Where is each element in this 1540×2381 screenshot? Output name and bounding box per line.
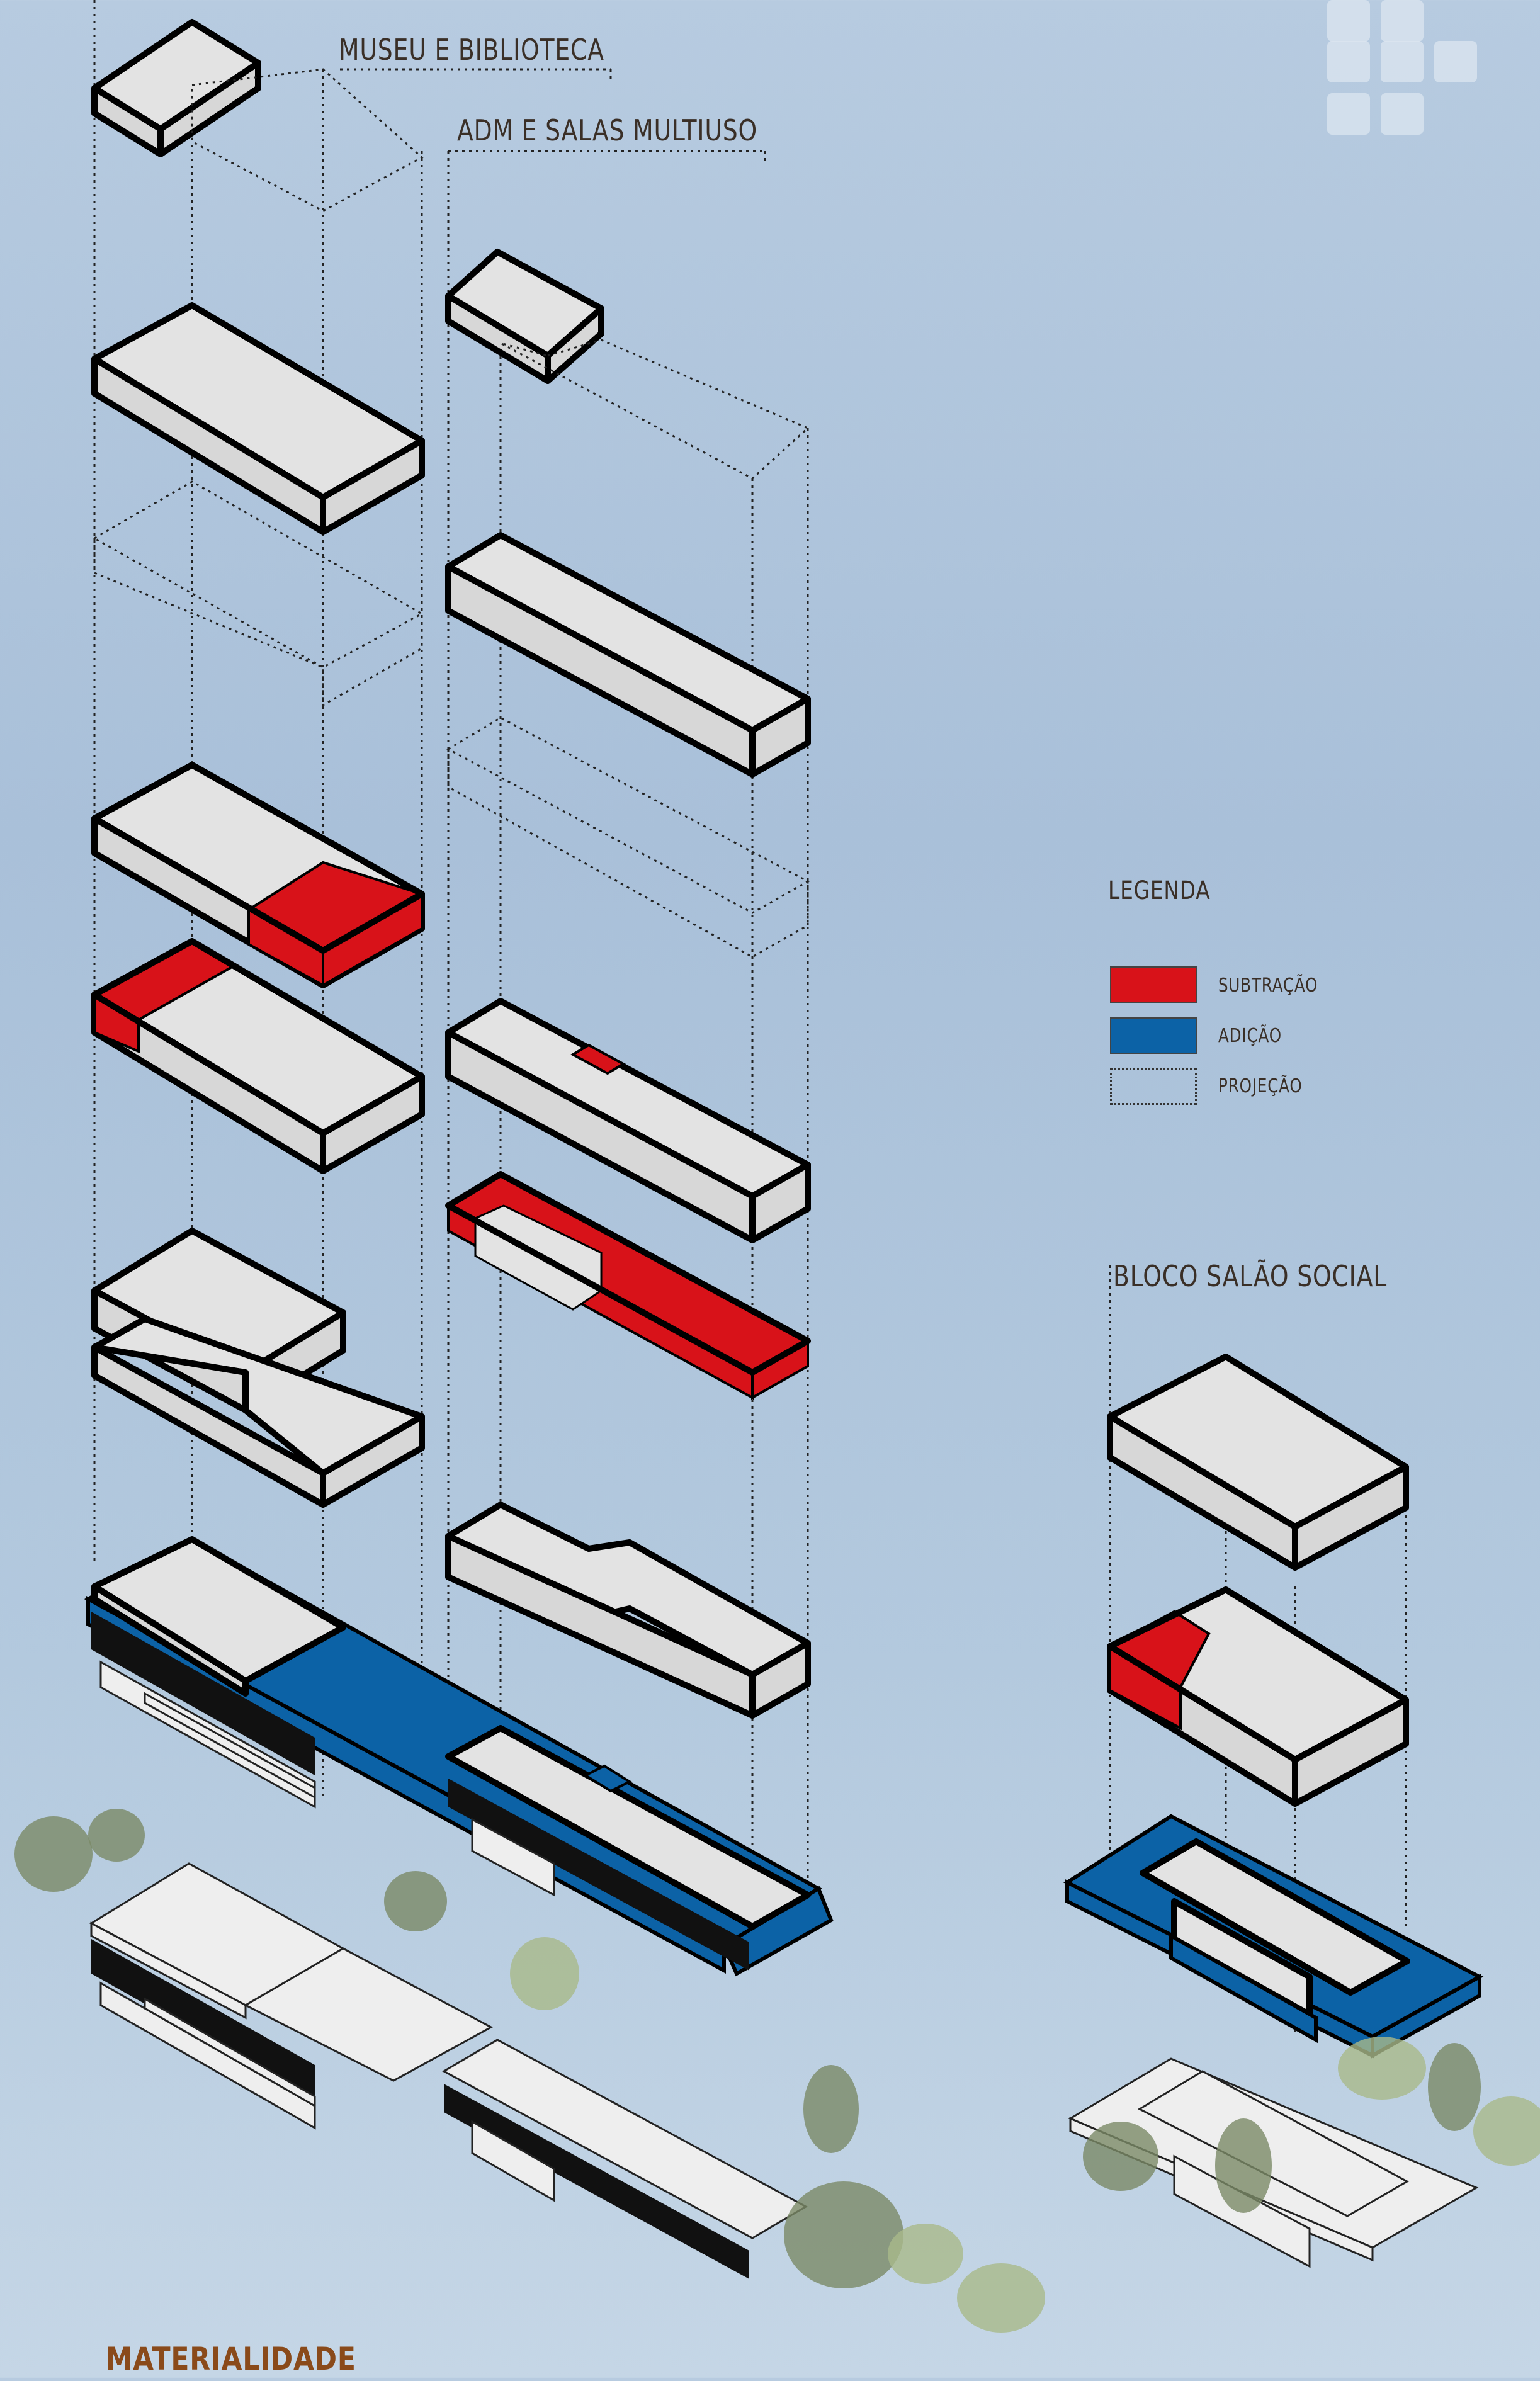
museu-block-2: [91, 302, 425, 535]
bloco-block-2: [1107, 1586, 1409, 1807]
label-museu: MUSEU E BIBLIOTECA: [339, 33, 604, 67]
bloco-block-1: [1107, 1354, 1409, 1571]
adm-ghost-3: [446, 716, 810, 958]
adm-block-4: [445, 998, 811, 1243]
legend-swatch-subtraction: [1110, 966, 1197, 1003]
legend-label-subtraction: SUBTRAÇÃO: [1218, 975, 1318, 997]
museu-block-6: [91, 1228, 425, 1508]
legend-swatch-projection: [1110, 1068, 1197, 1105]
legend-swatch-addition: [1110, 1017, 1197, 1054]
museu-block-5: [91, 938, 425, 1174]
trees: [14, 1809, 1540, 2333]
label-bloco: BLOCO SALÃO SOCIAL: [1113, 1259, 1388, 1293]
museu-block-4: [91, 762, 425, 988]
adm-block-5: [445, 1171, 811, 1400]
legend-label-projection: PROJEÇÃO: [1218, 1075, 1303, 1097]
label-adm: ADM E SALAS MULTIUSO: [457, 113, 758, 147]
logo-grid: [1327, 0, 1478, 139]
adm-block-6: [445, 1502, 811, 1719]
legend-title: LEGENDA: [1108, 876, 1211, 905]
museu-ghost-3: [92, 480, 424, 707]
label-footer: MATERIALIDADE: [106, 2341, 356, 2377]
main-building-drawing: [89, 1862, 808, 2279]
bloco-block-3: [1063, 1814, 1484, 2059]
adm-block-2: [445, 532, 811, 778]
combined-building: [84, 1536, 834, 1977]
museu-block-1: [91, 19, 261, 157]
legend-label-addition: ADIÇÃO: [1218, 1025, 1282, 1047]
adm-block-1: [445, 249, 604, 384]
